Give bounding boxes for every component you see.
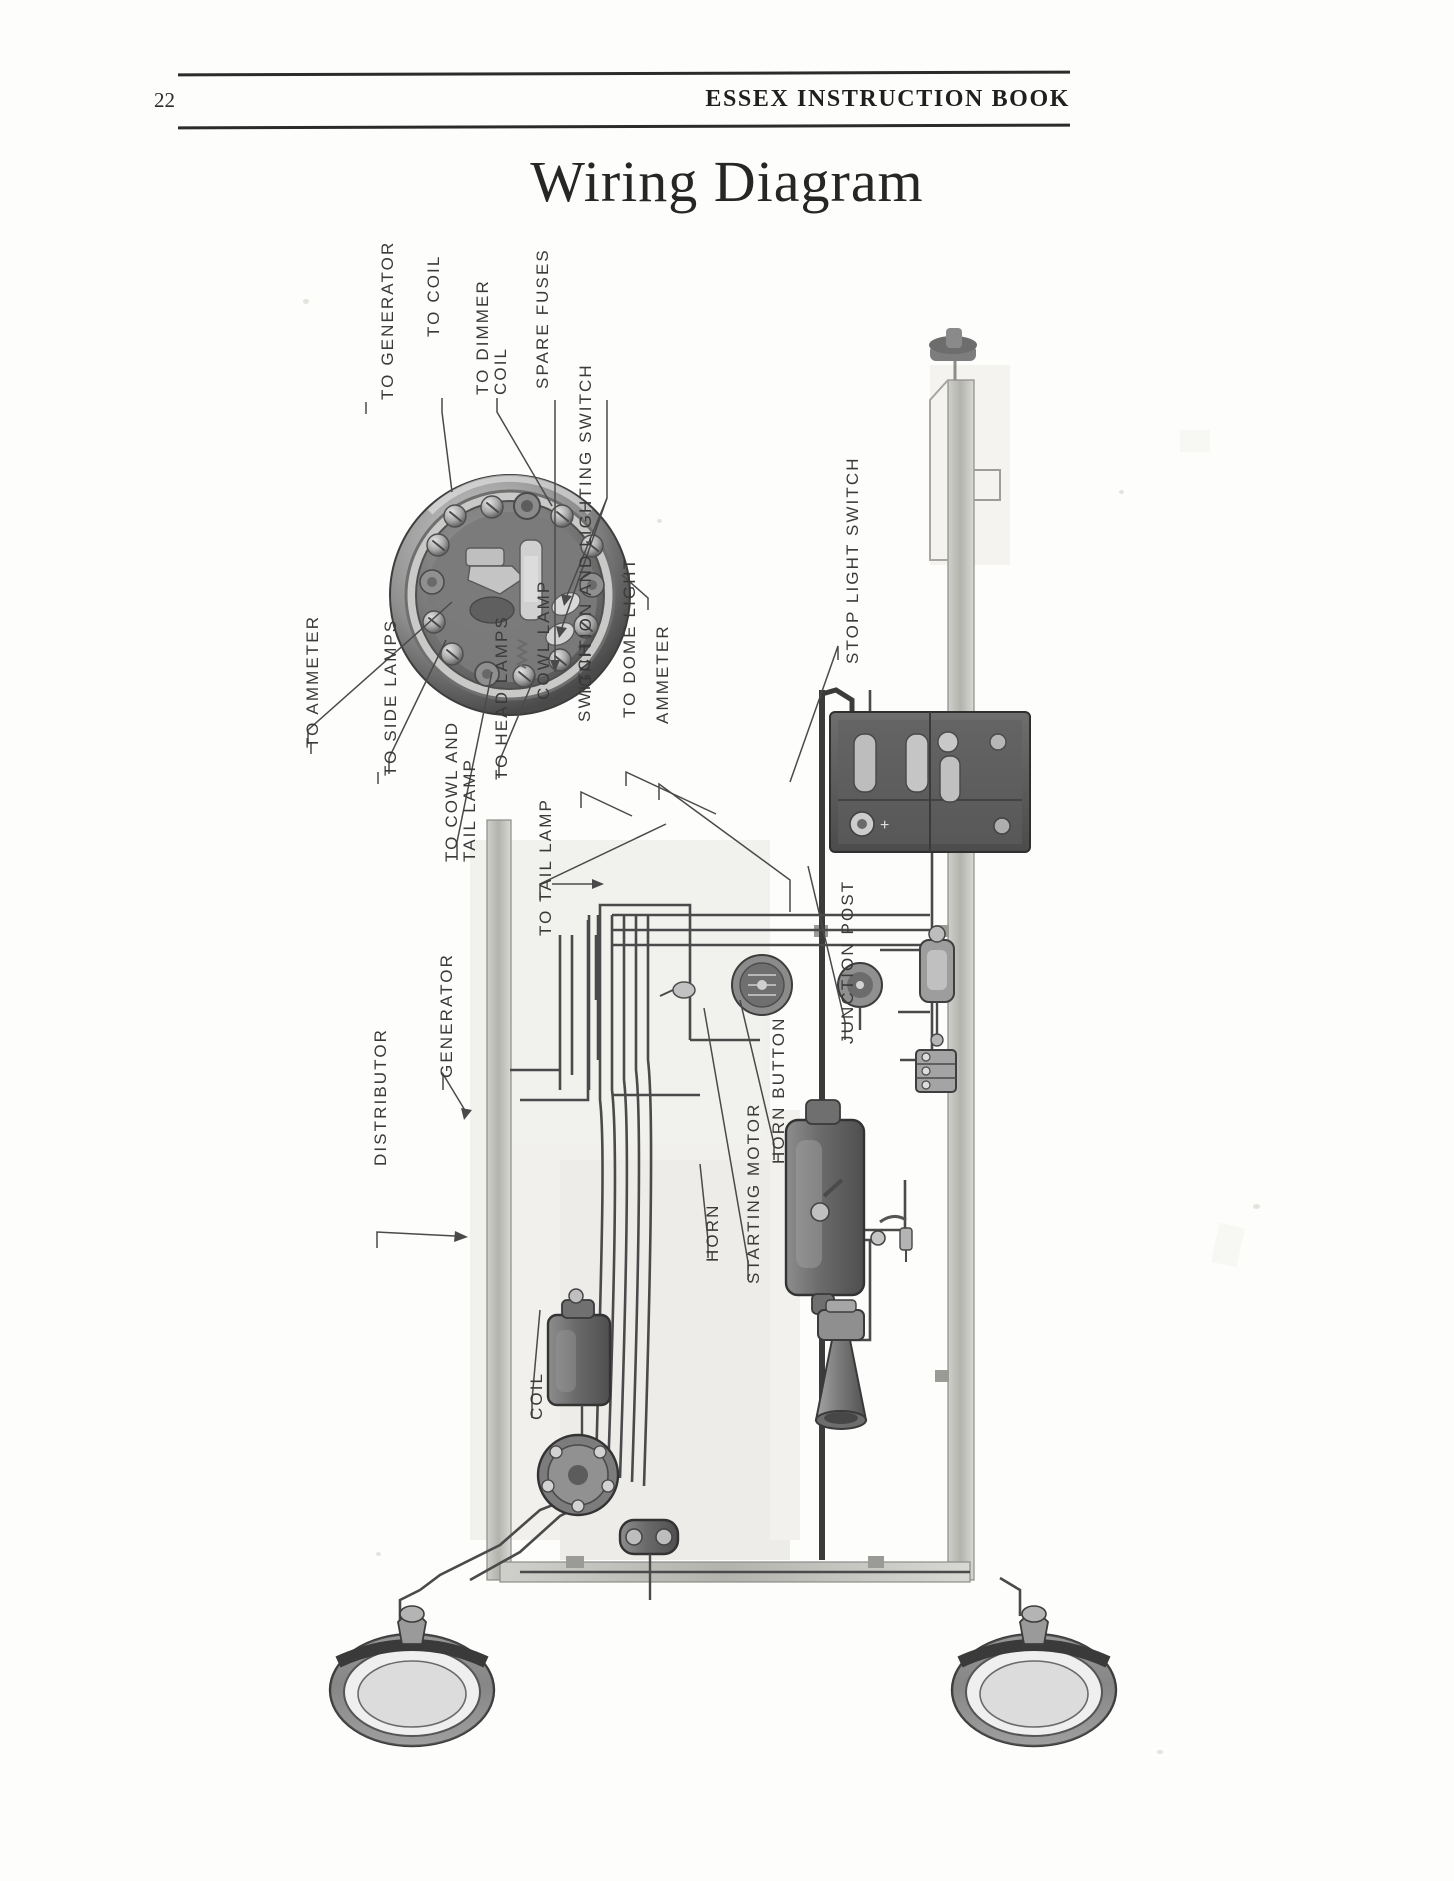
label-to-tail-lamp: TO TAIL LAMP [536, 798, 555, 936]
cowl-lamp-fitting [659, 981, 696, 999]
label-to-cowl-and-tail-lamp-line2: TAIL LAMP [459, 758, 479, 862]
label-generator: GENERATOR [437, 952, 456, 1078]
body-shading [470, 365, 1010, 1560]
label-to-dimmer-coil: TO DIMMER COIL [473, 279, 510, 395]
label-to-dome-light: TO DOME LIGHT [620, 556, 639, 718]
battery-photo: + [829, 711, 1031, 853]
running-head: 22 ESSEX INSTRUCTION BOOK [154, 70, 1071, 130]
dome-light-switch-fitting [837, 962, 883, 1030]
leader-lines [307, 398, 846, 1418]
label-stop-light-switch: STOP LIGHT SWITCH [843, 456, 862, 664]
label-starting-motor: STARTING MOTOR [744, 1102, 763, 1284]
label-cowl-lamp: COWL LAMP [534, 579, 553, 700]
svg-text:+: + [880, 817, 889, 834]
page-number: 22 [154, 88, 175, 112]
label-spare-fuses: SPARE FUSES [533, 248, 552, 389]
stop-light-switch-part [919, 925, 955, 1047]
horn-part [814, 1299, 868, 1430]
label-switch: SWITCH [575, 642, 594, 722]
head-lamp-left [328, 1605, 496, 1748]
wiring-harness [398, 687, 1022, 1620]
label-to-generator: TO GENERATOR [378, 240, 397, 400]
coil-part [618, 1518, 680, 1600]
label-ticks [310, 402, 379, 784]
label-to-head-lamps: TO HEAD LAMPS [492, 615, 511, 780]
junction-post-part [915, 1049, 957, 1093]
book-title: ESSEX INSTRUCTION BOOK [705, 86, 1070, 112]
ammeter-instrument [731, 954, 793, 1016]
label-to-cowl-and-tail-lamp-line1: TO COWL AND [442, 720, 461, 862]
label-to-dimmer-coil-line1: TO DIMMER [473, 279, 492, 395]
starting-motor-part [784, 1099, 866, 1315]
label-to-ammeter: TO AMMETER [303, 614, 322, 748]
distributor-part [536, 1433, 620, 1517]
head-lamp-right [950, 1605, 1118, 1748]
page-title: Wiring Diagram [530, 149, 924, 214]
chassis-frame [486, 328, 1001, 1583]
label-to-dimmer-coil-line2: COIL [490, 346, 510, 395]
label-to-side-lamps: TO SIDE LAMPS [381, 618, 400, 776]
horn-button-part [870, 1215, 913, 1262]
label-distributor: DISTRIBUTOR [371, 1027, 390, 1166]
label-junction-post: JUNCTION POST [838, 879, 857, 1044]
label-horn: HORN [703, 1203, 722, 1262]
label-coil: COIL [527, 1371, 546, 1420]
label-to-coil: TO COIL [424, 254, 443, 337]
label-ammeter: AMMETER [653, 624, 672, 724]
label-to-cowl-and-tail-lamp: TO COWL AND TAIL LAMP [442, 720, 479, 862]
label-horn-button: HORN BUTTON [769, 1016, 788, 1164]
